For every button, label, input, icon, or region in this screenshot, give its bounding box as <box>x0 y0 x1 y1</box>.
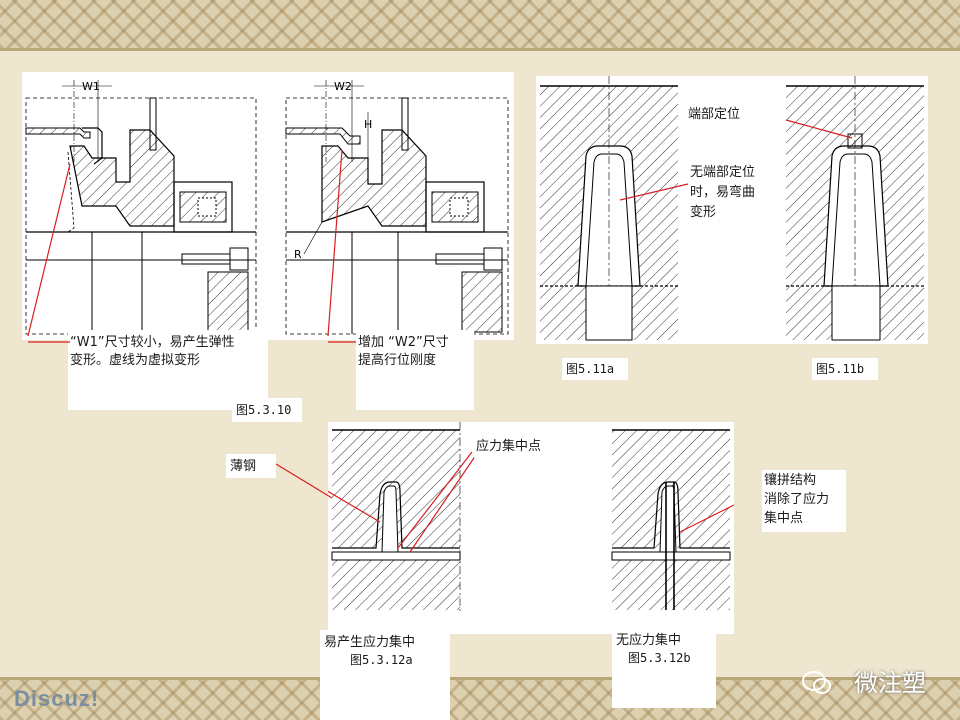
label-thin-steel: 薄钢 <box>230 459 257 474</box>
leader-foot-w1 <box>28 341 70 343</box>
leader-line-w2 <box>327 149 343 337</box>
leader-no-locating <box>619 183 689 201</box>
w2-dimension-label: W2 <box>334 80 352 93</box>
decorative-border-top <box>0 0 960 51</box>
core-with-end-locating <box>786 76 924 341</box>
note-box-w1: “W1”尺寸较小，易产生弹性 变形。虚线为虚拟变形 <box>68 330 268 410</box>
note-w2-line2: 提高行位刚度 <box>358 353 437 368</box>
label-insert-1: 镶拼结构 <box>764 473 817 488</box>
label-no-locate-1: 无端部定位 <box>690 165 756 180</box>
caption-box-5-11a: 图5.11a <box>562 358 628 380</box>
figure-5-3-10-svg: W1 W2 H R <box>25 80 509 337</box>
leader-end-locating <box>785 119 853 139</box>
caption-5-3-12a-line2: 图5.3.12a <box>350 653 413 667</box>
w1-dimension-label: W1 <box>82 80 100 93</box>
caption-5-3-12b-line2: 图5.3.12b <box>628 651 691 665</box>
caption-box-5-11b: 图5.11b <box>812 358 878 380</box>
insert-structure-no-stress <box>611 429 731 610</box>
leader-stress-1 <box>397 451 473 549</box>
note-w2-line1: 增加 “W2”尺寸 <box>358 335 449 350</box>
caption-5-3-10: 图5.3.10 <box>236 403 292 417</box>
thin-steel-with-stress <box>331 422 461 612</box>
label-no-locate-3: 变形 <box>690 205 717 220</box>
h-dimension-label: H <box>364 118 372 131</box>
wechat-icon <box>802 671 831 694</box>
caption-box-5-3-12b: 无应力集中 图5.3.12b <box>612 628 716 708</box>
figure-5-3-12-svg <box>277 422 761 612</box>
label-box-end-locate: 端部定位 <box>686 104 782 126</box>
leader-thin-steel-ext <box>275 463 333 499</box>
core-without-end-locating <box>540 76 678 341</box>
note-w1-line2: 变形。虚线为虚拟变形 <box>70 353 201 368</box>
label-box-insert: 镶拼结构 消除了应力 集中点 <box>762 470 846 532</box>
slider-drawing-small-w1: W1 <box>25 80 257 335</box>
caption-5-11b: 图5.11b <box>816 362 865 376</box>
leader-stress-2 <box>409 451 479 553</box>
decorative-border-bottom <box>0 677 960 720</box>
caption-box-5-3-10: 图5.3.10 <box>232 398 302 422</box>
caption-5-3-12b-line1: 无应力集中 <box>616 633 682 648</box>
label-stress-point: 应力集中点 <box>476 439 542 454</box>
slider-drawing-large-w2: W2 H R <box>285 80 509 335</box>
leader-foot-w2 <box>328 341 356 343</box>
label-insert-3: 集中点 <box>764 511 804 526</box>
forum-logo: Discuz! <box>14 686 100 711</box>
leader-line-w1 <box>27 163 71 337</box>
note-w1-line1: “W1”尺寸较小，易产生弹性 <box>70 335 235 350</box>
figure-5-3-10-drawing: W1 W2 H R <box>22 72 514 340</box>
label-end-locate: 端部定位 <box>688 107 741 122</box>
r-radius-label: R <box>294 248 302 261</box>
caption-5-3-12a-line1: 易产生应力集中 <box>324 635 416 650</box>
caption-5-11a: 图5.11a <box>566 362 615 376</box>
figure-5-11-svg <box>540 76 924 341</box>
label-no-locate-2: 时，易弯曲 <box>690 185 756 200</box>
label-box-thin-steel: 薄钢 <box>226 454 276 478</box>
label-insert-2: 消除了应力 <box>764 492 830 507</box>
label-box-no-locate: 无端部定位 时，易弯曲 变形 <box>688 160 778 226</box>
caption-box-5-3-12a: 易产生应力集中 图5.3.12a <box>320 630 450 720</box>
wechat-account-name: 微注塑 <box>854 669 926 697</box>
note-box-w2: 增加 “W2”尺寸 提高行位刚度 <box>356 330 474 410</box>
label-box-stress-point: 应力集中点 <box>474 436 564 458</box>
